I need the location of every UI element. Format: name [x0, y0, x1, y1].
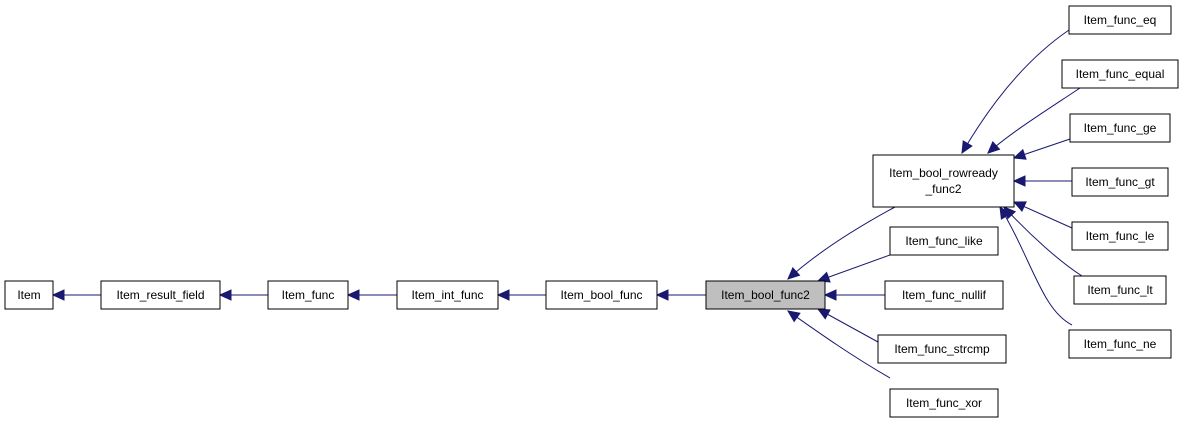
node-item-func-le[interactable]: Item_func_le: [1071, 221, 1169, 251]
node-item-func-xor[interactable]: Item_func_xor: [889, 388, 999, 418]
node-item-func-gt[interactable]: Item_func_gt: [1071, 167, 1169, 197]
edge-item-func-lt-to-item-bool-rowready-func2: [1003, 206, 1083, 277]
node-label: Item_int_func: [411, 288, 483, 302]
node-item-func-ne[interactable]: Item_func_ne: [1068, 329, 1172, 359]
node-box: [1073, 275, 1167, 305]
node-item-func-strcmp[interactable]: Item_func_strcmp: [877, 334, 1007, 364]
edge-item-bool-func2-to-item-bool-func-arrowhead: [655, 289, 669, 301]
edge-item-func-nullif-to-item-bool-func2-arrowhead: [823, 289, 837, 301]
edge-item-func-xor-to-item-bool-func2-arrowhead: [787, 310, 801, 323]
node-box: [1068, 329, 1172, 359]
node-item-bool-func[interactable]: Item_bool_func: [545, 280, 658, 310]
node-box: [889, 226, 999, 256]
node-label: Item_func: [282, 288, 335, 302]
edge-item-func-eq-to-item-bool-rowready-func2-arrowhead: [961, 140, 973, 155]
node-box: [1071, 167, 1169, 197]
node-box: [4, 280, 54, 310]
edge-item-bool-func-to-item-int-func-arrowhead: [496, 289, 510, 301]
node-item-func-like[interactable]: Item_func_like: [889, 226, 999, 256]
edge-item-func-equal-to-item-bool-rowready-func2: [987, 87, 1081, 154]
edge-item-bool-rowready-func2-to-item-bool-func2: [787, 206, 896, 280]
node-item-func-equal[interactable]: Item_func_equal: [1061, 59, 1179, 89]
node-label: Item_bool_rowready: [889, 166, 998, 180]
node-label: Item_result_field: [116, 288, 204, 302]
node-label: Item_bool_func: [560, 288, 642, 302]
node-box: [1068, 5, 1172, 35]
node-label: Item_func_xor: [906, 396, 982, 410]
node-label: Item_func_le: [1086, 229, 1155, 243]
node-box: [877, 334, 1007, 364]
node-label: Item_func_ne: [1084, 337, 1157, 351]
node-item-bool-rowready-func2[interactable]: Item_bool_rowready _func2: [872, 154, 1015, 208]
node-label: Item_func_eq: [1084, 13, 1157, 27]
edge-item-func-ge-to-item-bool-rowready-func2-arrowhead: [1012, 148, 1027, 160]
edges-layer: [51, 29, 1083, 379]
node-item-func-lt[interactable]: Item_func_lt: [1073, 275, 1167, 305]
edge-item-func-gt-to-item-bool-rowready-func2-arrowhead: [1012, 175, 1026, 187]
node-label: Item_func_gt: [1085, 175, 1155, 189]
node-box: [705, 280, 826, 310]
node-box: [1069, 113, 1171, 143]
edge-item-func-equal-to-item-bool-rowready-func2-arrowhead: [987, 140, 1001, 154]
node-box: [396, 280, 499, 310]
edge-item-func-ne-to-item-bool-rowready-func2-arrowhead: [999, 205, 1011, 220]
node-label: Item: [17, 288, 40, 302]
node-box: [889, 388, 999, 418]
node-label: Item_func_strcmp: [894, 342, 990, 356]
node-box: [1061, 59, 1179, 89]
edge-item-bool-rowready-func2-to-item-bool-func2-arrowhead: [787, 266, 801, 280]
node-box: [267, 280, 349, 310]
node-label: Item_bool_func2: [721, 288, 810, 302]
edge-item-func-like-to-item-bool-func2: [817, 254, 891, 282]
node-label: Item_func_like: [905, 234, 983, 248]
node-item-int-func[interactable]: Item_int_func: [396, 280, 499, 310]
node-item-func-nullif[interactable]: Item_func_nullif: [884, 280, 1004, 310]
edge-item-int-func-to-item-func-arrowhead: [346, 289, 360, 301]
node-item-func-ge[interactable]: Item_func_ge: [1069, 113, 1171, 143]
edge-item-func-strcmp-to-item-bool-func2-arrowhead: [816, 308, 831, 320]
node-box: [1071, 221, 1169, 251]
node-item-func[interactable]: Item_func: [267, 280, 349, 310]
node-label: Item_func_equal: [1076, 67, 1165, 81]
edge-item-result-field-to-item-arrowhead: [51, 289, 65, 301]
node-label: _func2: [924, 182, 961, 196]
node-item-result-field[interactable]: Item_result_field: [100, 280, 221, 310]
node-box: [872, 154, 1015, 208]
node-label: Item_func_lt: [1087, 283, 1153, 297]
node-item-func-eq[interactable]: Item_func_eq: [1068, 5, 1172, 35]
node-label: Item_func_nullif: [902, 288, 987, 302]
nodes-layer: Item Item_result_field Item_func Item_int_f…: [4, 5, 1179, 418]
node-box: [884, 280, 1004, 310]
edge-item-func-ne-to-item-bool-rowready-func2: [999, 206, 1073, 326]
edge-item-func-eq-to-item-bool-rowready-func2: [961, 29, 1070, 154]
node-label: Item_func_ge: [1084, 121, 1157, 135]
edge-item-func-le-to-item-bool-rowready-func2-arrowhead: [1012, 201, 1027, 212]
node-item[interactable]: Item: [4, 280, 54, 310]
node-box: [100, 280, 221, 310]
node-box: [545, 280, 658, 310]
edge-item-func-to-item-result-field-arrowhead: [218, 289, 232, 301]
node-item-bool-func2[interactable]: Item_bool_func2: [705, 280, 826, 310]
